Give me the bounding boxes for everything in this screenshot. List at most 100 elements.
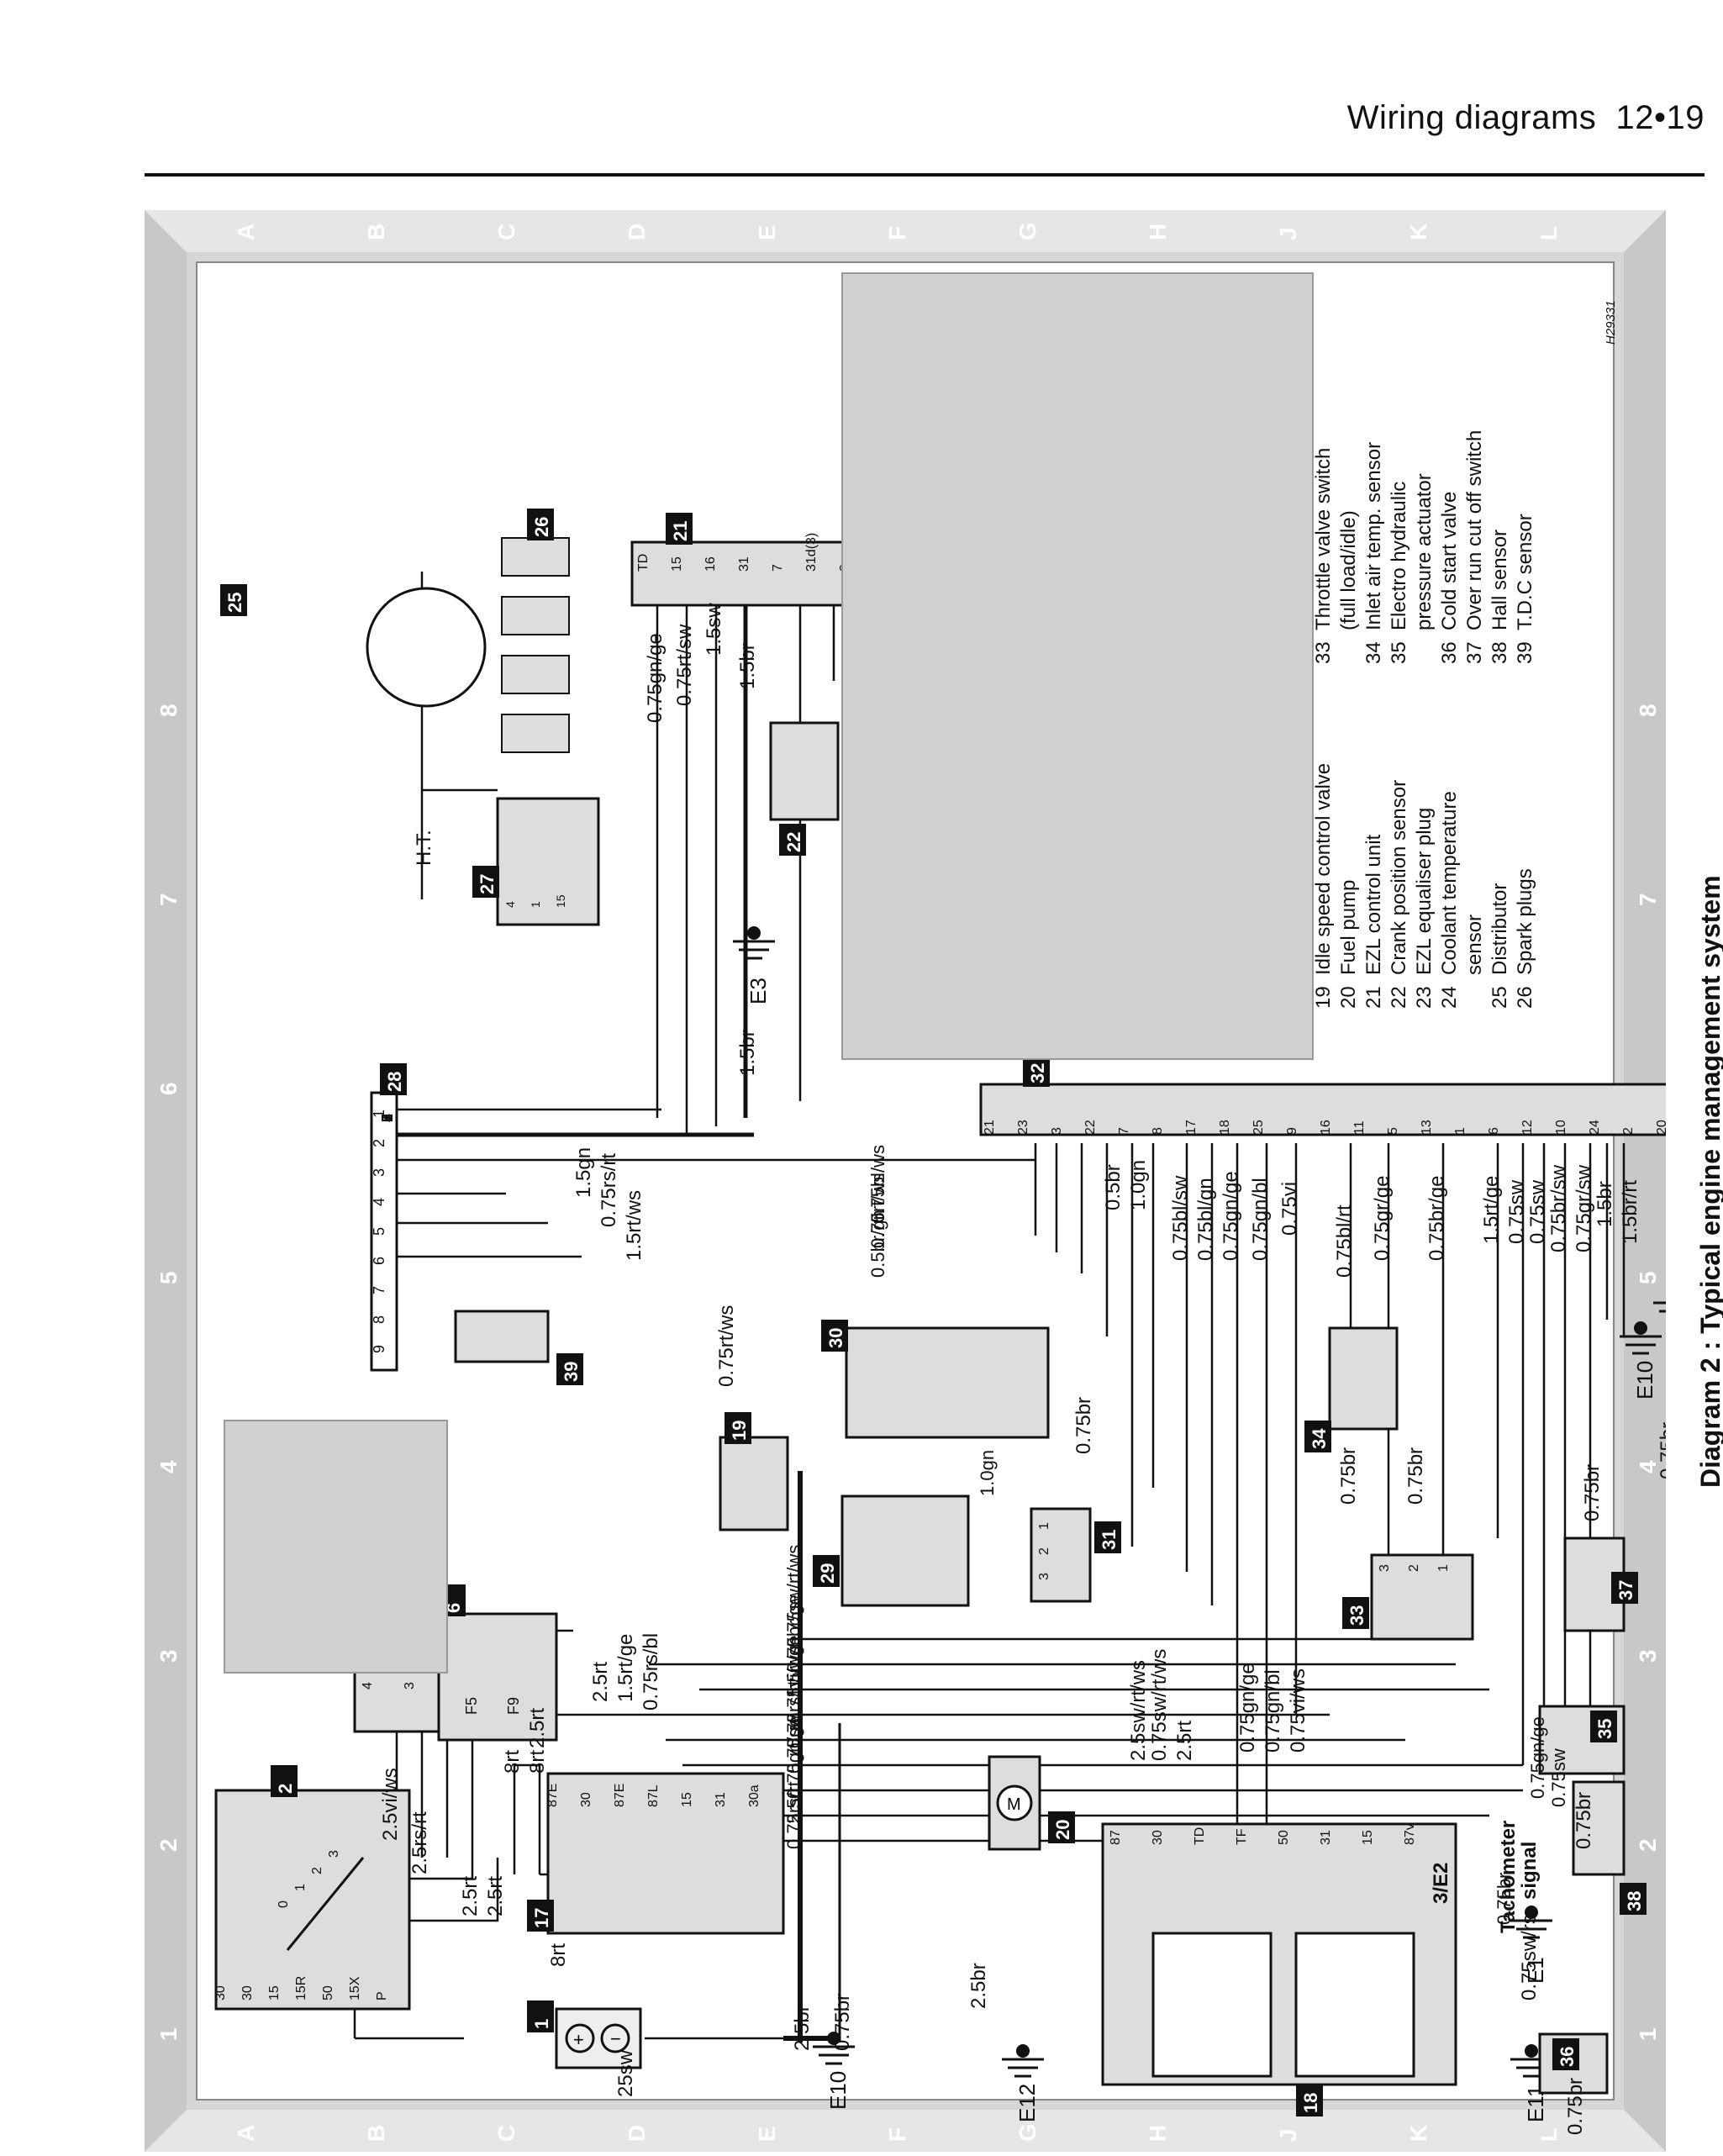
component-tag-33: 33 [1342,1597,1369,1629]
grid-col-label-left-3: 3 [155,1649,182,1663]
plus-glyph: + [573,2029,584,2050]
component-tag-text-2: 2 [275,1784,296,1794]
grid-row-label-top-A: A [233,224,259,240]
pin2-5: 15X [348,1976,362,2000]
label-w-0-75bl-sw: 0.75bl/sw [1169,1175,1192,1261]
grid-row-label-top-E: E [754,224,780,240]
bus-label-h-0-75br-ge: 0.75br/ge [783,1595,804,1673]
minus-glyph: − [610,2028,621,2049]
pin28-3: 4 [379,1114,396,1122]
pin28-v-5: 6 [371,1257,387,1265]
label-w-1-5br-rt: 1.5br/rt [1619,1180,1641,1244]
label-w-0-75br-36: 0.75br [1564,2078,1587,2135]
component-tag-28: 28 [380,1063,407,1095]
grid-col-label-right-3: 3 [1635,1649,1661,1663]
label-w-1-5sw-21: 1.5sw [703,603,725,656]
label-w-1-5br-e3: 1.5br [736,1030,759,1076]
pin28-7: 8 [379,1114,396,1122]
pin28-v-2: 3 [371,1168,387,1177]
bus-label-h-0-75rt-ws: 0.75rt/ws [867,1173,888,1248]
pin2-4: 50 [321,1985,335,2000]
grid-col-label-right-7: 7 [1635,893,1661,906]
pin17-4: 15 [680,1792,694,1807]
label-tacho-signal2: signal [1518,1842,1541,1900]
component-tag-text-39: 39 [561,1362,582,1382]
key-text-c2-8: (full load/idle) [1337,510,1360,630]
wiring-diagram: 1122334455667788AABBCCDDEEFFGGHHJJKKLL [144,209,1705,2153]
pin32-6: 17 [1184,1120,1199,1135]
key-num-36: 36 [1438,641,1461,664]
grid-row-label-top-D: D [624,224,650,240]
bus-label-h-1-5rt-ge: 1.5rt/ge [783,1635,804,1698]
grid-col-label-left-4: 4 [155,1460,182,1473]
component-tag-text-1: 1 [531,2019,552,2029]
grid-row-label-bottom-H: H [1145,2125,1171,2142]
key-num-35: 35 [1388,641,1410,664]
pin32-1: 23 [1016,1120,1030,1135]
grid-row-label-top-L: L [1536,226,1562,240]
bus-label-h-2-5rt: 2.5rt [783,1787,804,1824]
pin32-7: 18 [1218,1120,1232,1135]
label-w-0-75gn-ge-18: 0.75gn/ge [1236,1663,1259,1753]
key-num-24: 24 [1438,986,1461,1009]
component-tag-31: 31 [1094,1521,1121,1553]
pin18-2: TD [1193,1827,1207,1845]
pin32-16: 12 [1520,1120,1535,1135]
label-w-0-75gn-ge-32: 0.75gn/ge [1220,1171,1242,1261]
component-tag-text-38: 38 [1624,1891,1645,1911]
label-w-0-75sw-rt-ws-18: 0.75sw/rt/ws [1148,1649,1171,1761]
bus-label-h-0-5br-gn: 0.5br/gn [867,1210,888,1278]
pin2-2: 15 [267,1985,282,2000]
label-w-2-5rt-17: 2.5rt [589,1662,612,1702]
relay-coil-1 [1151,1932,1272,2078]
pin21-2: 16 [703,556,718,572]
key-text-25: Distributor [1489,883,1511,975]
key-num-34: 34 [1362,641,1385,664]
grid-row-label-bottom-B: B [363,2125,389,2142]
pin33-1: 2 [1407,1564,1421,1572]
label-w-1-0gn-32: 1.0gn [1127,1160,1150,1210]
key-num-21: 21 [1362,986,1385,1009]
grid-col-label-left-6: 6 [155,1082,182,1095]
component-tag-2: 2 [271,1765,298,1797]
pin28-v-6: 7 [371,1286,387,1294]
label-w-0-75sw-32b: 0.75sw [1526,1179,1549,1244]
label-w-8rt-b: 8rt [526,1750,549,1774]
grid-col-label-right-1: 1 [1635,2027,1661,2041]
component-29-lambda-sensor [840,1494,970,1607]
label-w-0-75rs-bl-17: 0.75rs/bl [640,1633,662,1711]
battery-box [555,2007,642,2069]
label-w-0-5br-32: 0.5br [1102,1164,1125,1210]
component-tag-25: 25 [220,584,247,616]
bus-label-w-0-75gn-ge-38: 0.75gn/ge [1527,1716,1548,1799]
pin2-6: P [375,1991,389,2000]
pin17-3: 87L [646,1784,661,1807]
pin32-4: 7 [1117,1127,1131,1135]
wire-colours-legend [224,1420,448,1674]
label-tacho-ref: 3/E2 [1430,1863,1452,1904]
component-1-battery: + − [555,2007,642,2069]
pin6-0: F5 [463,1697,480,1715]
component-tag-36: 36 [1552,2038,1579,2070]
frame-bevel-top [145,210,1666,252]
pin17-1: 30 [579,1792,593,1807]
key-num-23: 23 [1413,986,1436,1009]
component-tag-text-36: 36 [1557,2047,1578,2067]
label-w-0-75gr-sw: 0.75gr/sw [1573,1164,1595,1252]
relay-coil-2 [1294,1932,1415,2078]
pin3-0: 4 [361,1682,375,1689]
earth-label-e12: E12 [1014,2084,1040,2122]
grid-col-label-right-8: 8 [1635,704,1661,717]
component-34-inlet-air-sensor [1328,1326,1399,1431]
pin27-2: 15 [554,894,567,908]
key-text-21: EZL control unit [1362,834,1385,975]
pin27-0: 4 [503,901,517,908]
bus-label-w-0-75br-e1: 0.75br [1494,1873,1515,1925]
ign-pos-2: 2 [310,1867,324,1874]
pin21-3: 31 [737,556,751,572]
bus-label-w-0-75sw-38: 0.75sw [1548,1748,1569,1807]
component-tag-text-30: 30 [825,1328,846,1348]
component-tag-22: 22 [779,824,806,856]
pin2-1: 30 [240,1985,255,2000]
key-num-38: 38 [1489,641,1511,664]
